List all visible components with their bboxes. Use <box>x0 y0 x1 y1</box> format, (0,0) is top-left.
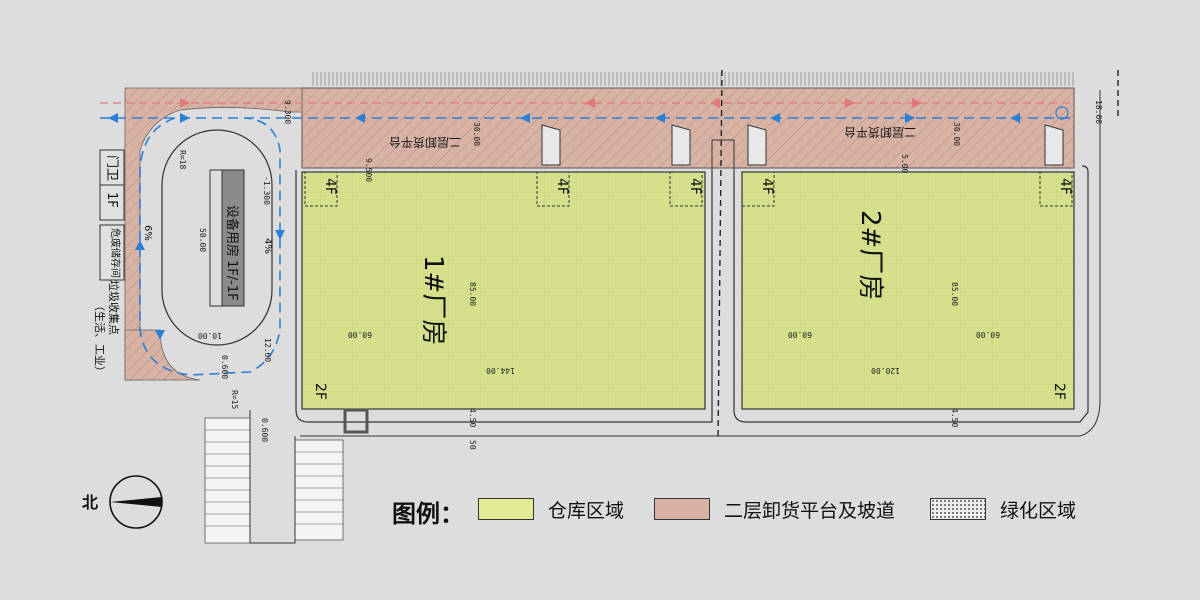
dim-neg-1-300: -1.300 <box>262 176 271 205</box>
north-arrow <box>109 475 163 529</box>
dim-4-50-1: 4.50 <box>468 408 477 427</box>
dock-ramps <box>541 124 1064 166</box>
dim-120: 120.00 <box>871 366 900 375</box>
legend-label-green: 绿化区域 <box>1000 499 1077 522</box>
platform-label-2: 二层卸货平台 <box>844 125 916 140</box>
dim-r18: R=18 <box>178 150 187 169</box>
haz-storage-label: 危废储存间 <box>109 228 122 278</box>
dim-9-500: 9.500 <box>364 158 373 182</box>
legend-swatch-green <box>930 498 986 520</box>
equipment-room-label: 设备用房 <box>224 205 240 257</box>
slope-6: 6% <box>142 225 153 241</box>
floor-4f-2: 4F <box>554 178 570 195</box>
legend-swatch-platform <box>654 498 710 520</box>
waste-point <box>99 224 125 281</box>
stair-boxes <box>304 171 1073 207</box>
floor-4f-5: 4F <box>1057 178 1073 195</box>
dim-30-2: 30.00 <box>952 122 961 146</box>
dim-9-300: 9.300 <box>283 100 292 124</box>
legend-label-warehouse: 仓库区域 <box>548 499 625 522</box>
floor-2f-1: 2F <box>312 383 328 400</box>
dim-r15: R=15 <box>230 390 239 409</box>
slope-4: 4% <box>262 238 273 254</box>
dim-5: 5.00 <box>900 154 909 173</box>
dim-0-600-1: 0.600 <box>220 355 229 379</box>
waste-sub-label: （生活、工业） <box>93 300 107 377</box>
legend-label-platform: 二层卸货平台及坡道 <box>724 499 896 522</box>
dim-10: 10.00 <box>198 331 222 340</box>
waste-label: 垃圾收集点 <box>107 280 121 335</box>
legend-item-platform: 二层卸货平台及坡道 <box>654 496 895 522</box>
platform-label-1: 二层卸货平台 <box>389 135 461 150</box>
warehouse-2 <box>741 171 1075 410</box>
legend-item-warehouse: 仓库区域 <box>478 496 624 522</box>
legend-title: 图例： <box>392 500 464 528</box>
dim-85-2: 85.00 <box>950 282 959 306</box>
ramp-west <box>124 87 303 381</box>
dim-4-50-2: 4.50 <box>950 408 959 427</box>
dim-60-1: 60.00 <box>788 330 812 339</box>
floor-2f-2: 2F <box>1051 383 1067 400</box>
warehouse-1 <box>301 171 706 410</box>
north-label: 北 <box>82 493 98 512</box>
dim-0-600-2: 0.600 <box>260 418 269 442</box>
building1-label: 1#厂房 <box>418 255 448 345</box>
dim-48-1: 60.00 <box>348 330 372 339</box>
dim-144: 144.00 <box>486 366 515 375</box>
ramp-loop-route <box>139 117 281 376</box>
dim-30-1: 30.00 <box>472 122 481 146</box>
building2-label: 2#厂房 <box>855 210 885 300</box>
gate-label: 门卫 <box>104 155 119 181</box>
dim-12-60: 12.60 <box>263 338 272 362</box>
fence-top <box>310 72 1075 86</box>
gate-floor-label: 1F <box>104 192 119 208</box>
floor-4f-1: 4F <box>322 178 338 195</box>
floor-4f-4: 4F <box>759 178 775 195</box>
legend-swatch-warehouse <box>478 498 534 520</box>
route-arrows <box>108 98 1020 123</box>
equipment-floor-label: 1F/-1F <box>224 260 239 301</box>
dim-85-1: 85.00 <box>468 282 477 306</box>
dim-18: 18.00 <box>1094 100 1103 124</box>
dim-50b: 50 <box>468 440 477 450</box>
haz-storage <box>343 408 369 434</box>
floor-4f-3: 4F <box>687 178 703 195</box>
legend-item-green: 绿化区域 <box>930 496 1076 522</box>
dim-60-2: 60.00 <box>976 330 1000 339</box>
dim-50: 50.00 <box>198 228 207 252</box>
